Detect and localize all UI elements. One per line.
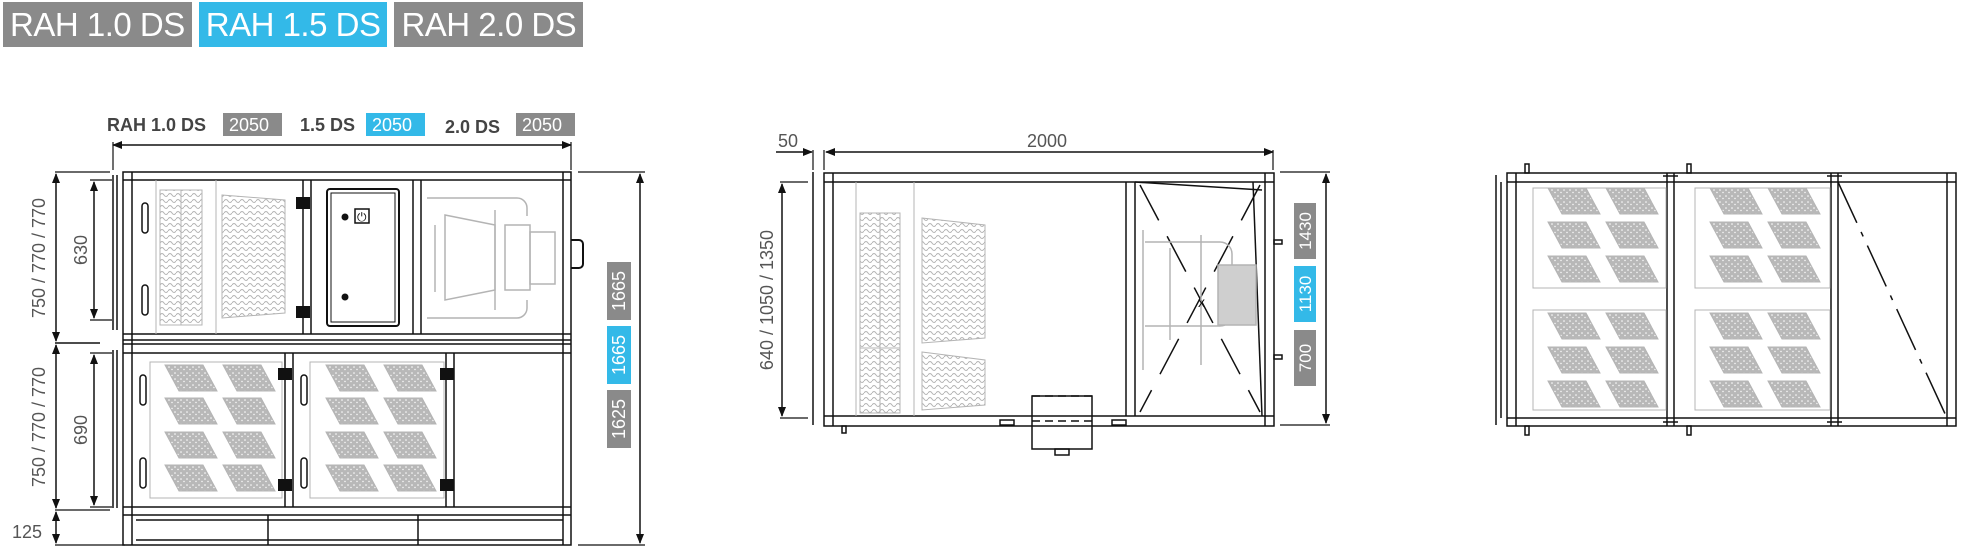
flange-label: 50	[778, 131, 798, 151]
fan-badge-1-5	[1294, 266, 1316, 322]
height-badge-1-0	[607, 262, 631, 320]
width-badge-2-0	[516, 113, 575, 136]
model-label-1-0: RAH 1.0 DS	[107, 115, 206, 135]
width-value-1-5: 2050	[372, 115, 412, 135]
front-filter-section	[141, 180, 310, 334]
height-badge-2-0	[607, 390, 631, 448]
side-fan: x	[1142, 230, 1257, 370]
side-view: 50 2000 640 / 1050 / 1350	[757, 131, 1330, 456]
front-view: RAH 1.0 DS 2050 1.5 DS 2050 2.0 DS 2050	[12, 113, 645, 546]
fan-value-2-0: 700	[1296, 344, 1315, 372]
width-badge-1-0	[223, 113, 282, 136]
svg-text:⏻: ⏻	[357, 210, 367, 224]
width-value-2-0: 2050	[522, 115, 562, 135]
model-tabs: RAH 1.0 DS RAH 1.5 DS RAH 2.0 DS	[3, 2, 584, 47]
height-badge-1-5	[607, 326, 631, 384]
side-height-dimension: 640 / 1050 / 1350	[757, 181, 808, 419]
model-label-1-5: 1.5 DS	[300, 115, 355, 135]
tab-rah-2-0-ds[interactable]: RAH 2.0 DS	[394, 2, 584, 47]
front-control-box: ⏻	[326, 188, 400, 327]
top-view	[1495, 163, 1957, 436]
tab-rah-1-0-ds[interactable]: RAH 1.0 DS	[3, 2, 192, 47]
length-dimension: 50 2000	[776, 131, 1274, 170]
height-value-1-0: 1665	[609, 271, 629, 311]
front-fan-section	[427, 197, 556, 319]
front-bag-filter-doors	[139, 361, 454, 499]
length-label: 2000	[1027, 131, 1067, 151]
lower-inner-label: 690	[71, 415, 91, 445]
fan-height-dimension: 1430 1130 700	[1280, 171, 1330, 426]
height-value-1-5: 1665	[609, 335, 629, 375]
side-unit-body	[812, 172, 1283, 456]
width-header: RAH 1.0 DS 2050 1.5 DS 2050 2.0 DS 2050	[107, 113, 575, 170]
svg-text:x: x	[1198, 294, 1205, 310]
fan-badge-1-0	[1294, 203, 1316, 259]
upper-inner-label: 630	[71, 235, 91, 265]
base-height-label: 125	[12, 522, 42, 542]
model-label-2-0: 2.0 DS	[445, 117, 500, 137]
left-dimensions: 750 / 770 / 770 630 750 / 770 / 770 690 …	[12, 171, 125, 546]
tab-rah-1-5-ds[interactable]: RAH 1.5 DS	[198, 2, 388, 47]
lower-height-label: 750 / 770 / 770	[29, 367, 49, 487]
top-filter-panels	[1532, 187, 1831, 411]
total-height-dimension: 1665 1665 1625	[578, 171, 645, 546]
width-value-1-0: 2050	[229, 115, 269, 135]
side-height-label: 640 / 1050 / 1350	[757, 230, 777, 370]
width-badge-1-5	[366, 113, 425, 136]
height-value-2-0: 1625	[609, 399, 629, 439]
fan-value-1-5: 1130	[1296, 276, 1315, 313]
upper-height-label: 750 / 770 / 770	[29, 198, 49, 318]
fan-value-1-0: 1430	[1296, 212, 1315, 250]
fan-badge-2-0	[1294, 330, 1316, 386]
side-filters	[855, 182, 986, 416]
